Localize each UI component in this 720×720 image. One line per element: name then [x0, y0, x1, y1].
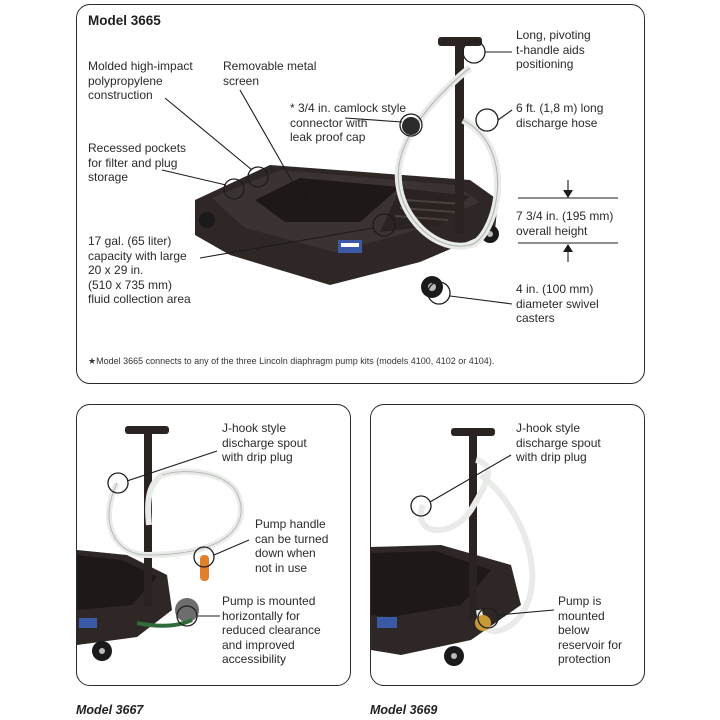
brand-label [79, 618, 97, 628]
camlock-connector [402, 117, 420, 135]
caster-wheel [199, 212, 215, 228]
t-handle-grip [451, 428, 495, 436]
model-3669-caption: Model 3669 [370, 703, 438, 717]
pump-handle [200, 555, 209, 581]
t-handle-post [455, 38, 464, 233]
discharge-hose [417, 457, 492, 534]
t-handle-post [469, 429, 477, 619]
model-3667-illustration [77, 426, 250, 661]
model-3669-illustration [371, 428, 555, 666]
label-overall-height: 7 3/4 in. (195 mm)overall height [516, 209, 614, 238]
model-3667-panel [76, 404, 351, 686]
brand-label [377, 617, 397, 628]
model-3669-panel [370, 404, 645, 686]
model-3665-title: Model 3665 [88, 13, 161, 28]
fluid-collection-area [255, 178, 400, 222]
pump-body [175, 598, 199, 622]
t-handle-grip [438, 37, 482, 46]
footnote: ★Model 3665 connects to any of the three… [88, 356, 495, 366]
model-3667-caption: Model 3667 [76, 703, 144, 717]
t-handle-grip [125, 426, 169, 434]
discharge-hose [105, 468, 245, 559]
pump-body [475, 615, 491, 631]
